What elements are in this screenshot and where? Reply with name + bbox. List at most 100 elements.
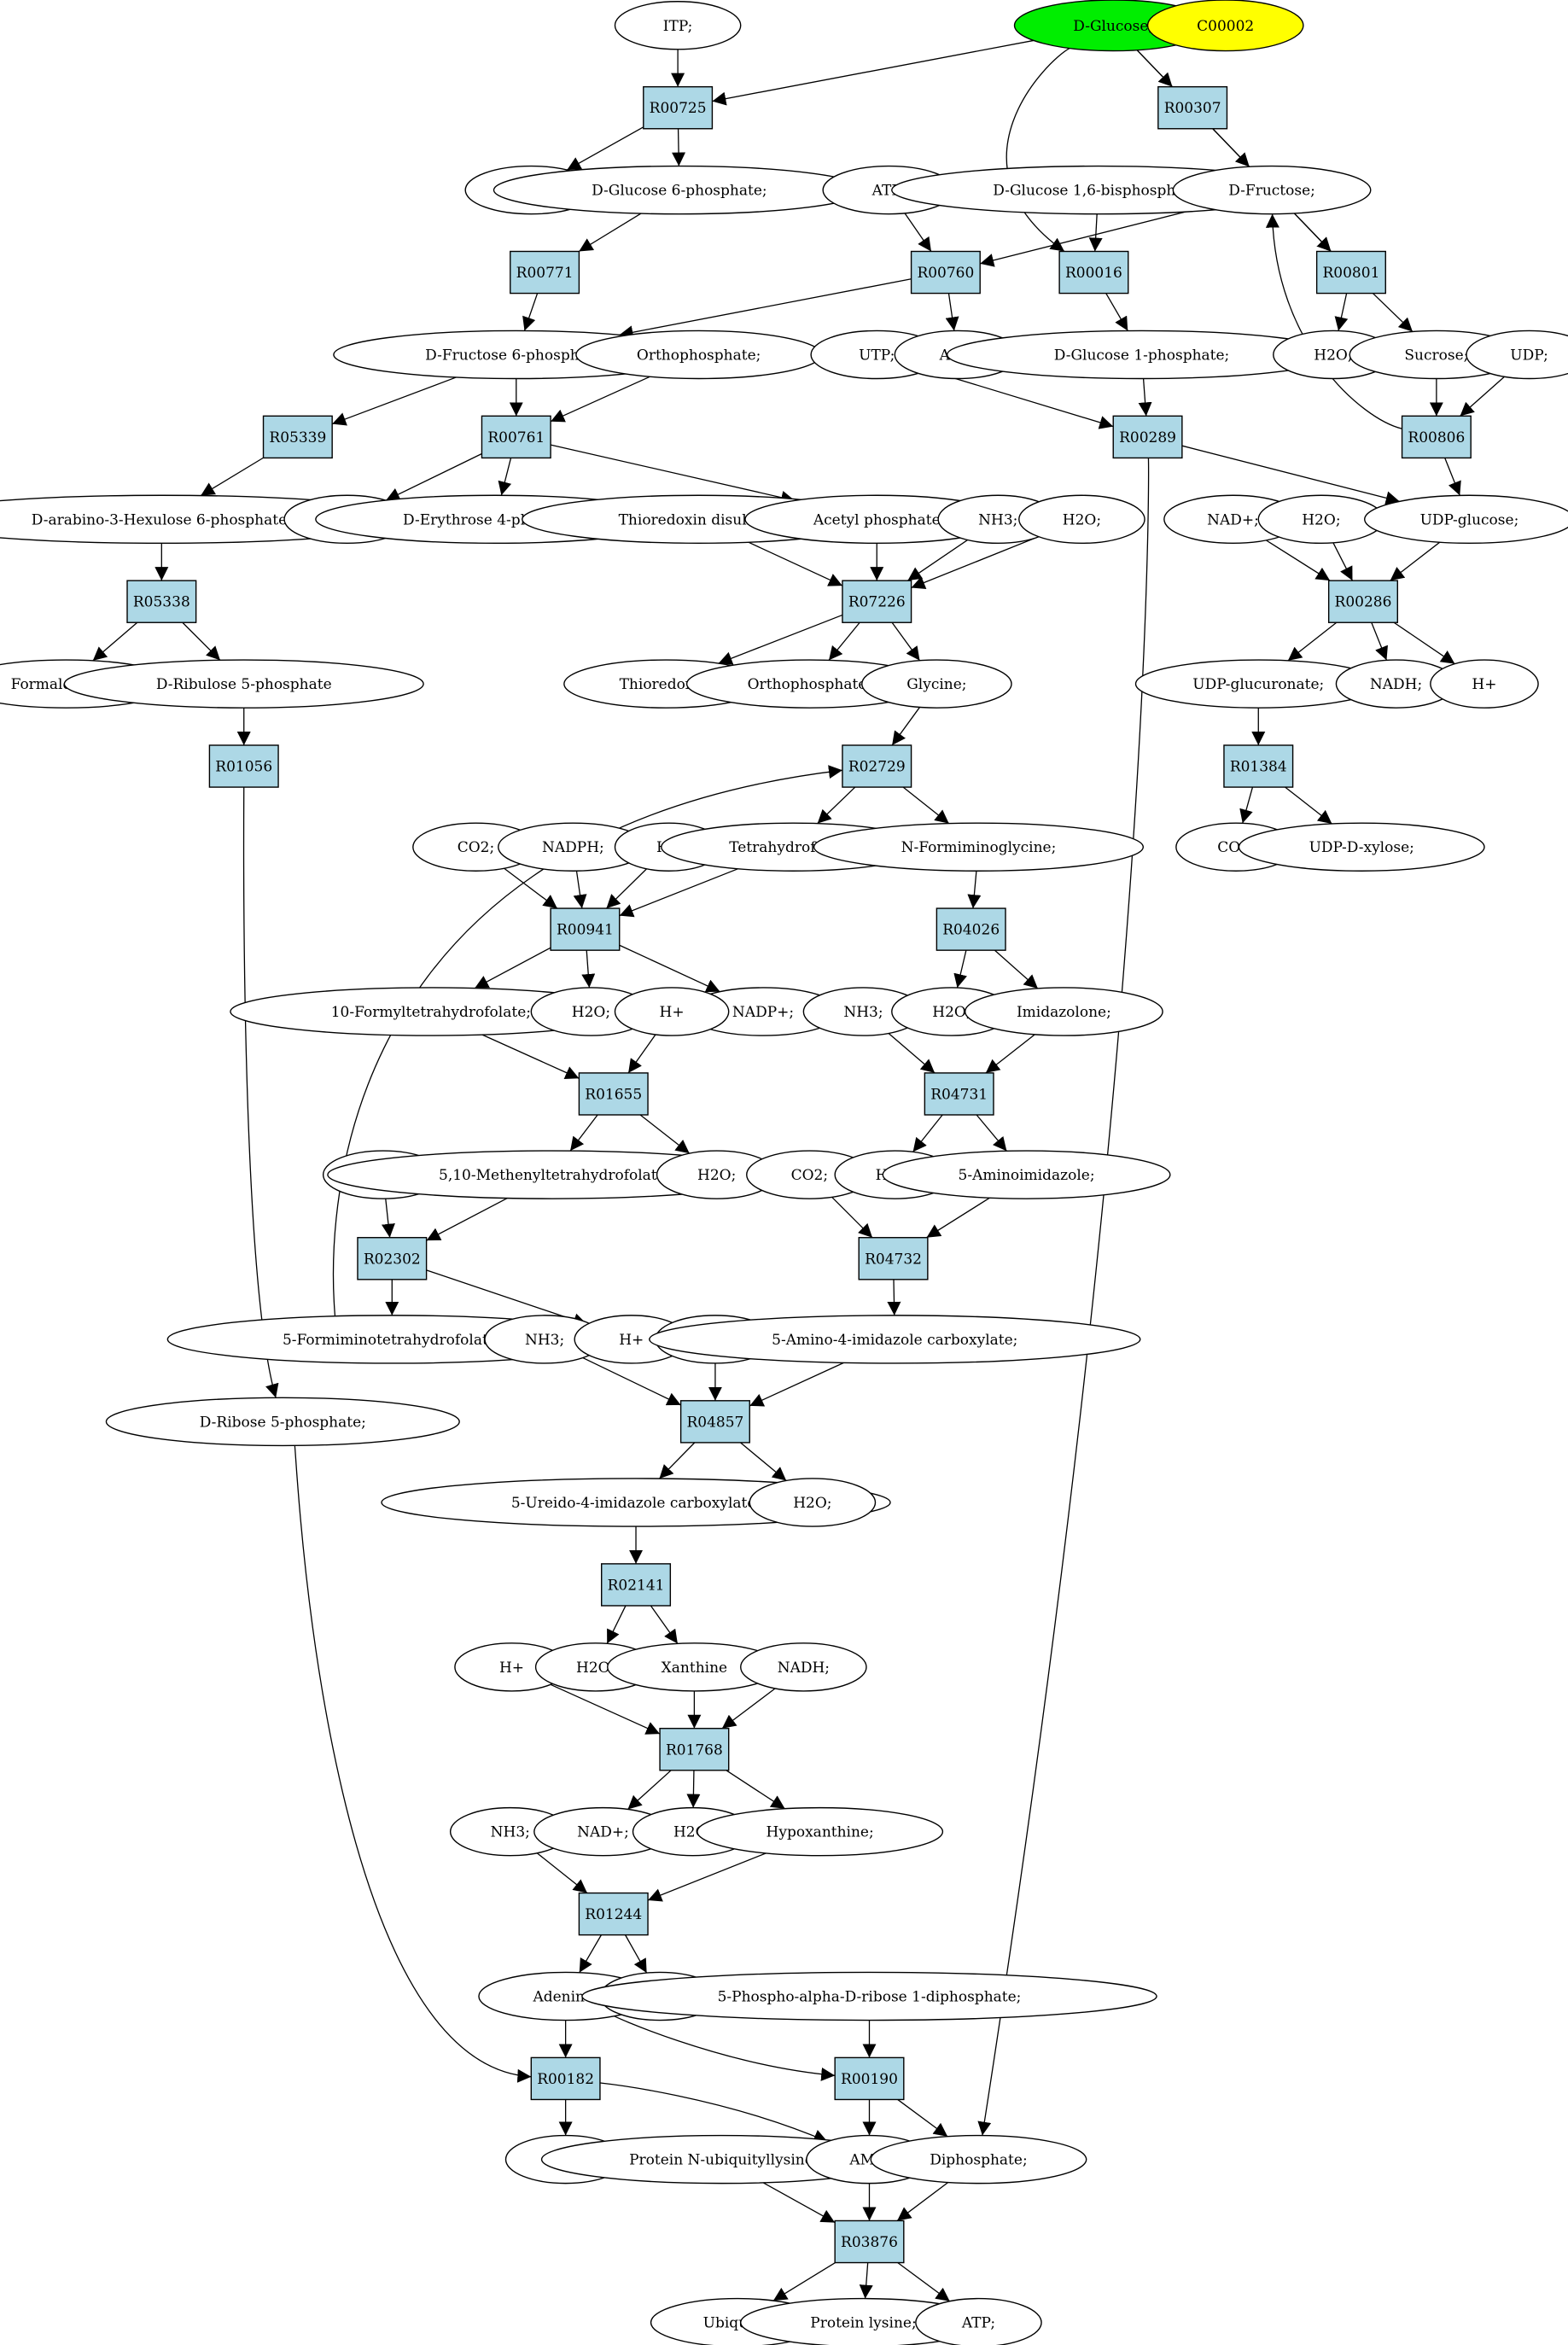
reaction-node-r00307[interactable]: R00307 [1157, 85, 1228, 130]
metabolite-node-udp[interactable]: UDP; [1466, 330, 1568, 380]
reaction-node-r00760[interactable]: R00760 [910, 250, 981, 295]
metabolite-node-nadph[interactable]: NADPH; [498, 822, 649, 872]
reaction-node-r00725[interactable]: R00725 [643, 85, 714, 130]
metabolite-node-aminoimid[interactable]: 5-Aminoimidazole; [882, 1150, 1171, 1199]
metabolite-node-ribose5p[interactable]: D-Ribose 5-phosphate; [105, 1397, 460, 1447]
metabolite-node-itp[interactable]: ITP; [614, 1, 742, 50]
reaction-node-r05338[interactable]: R05338 [126, 580, 197, 623]
metabolite-node-nformimino[interactable]: N-Formiminoglycine; [813, 822, 1144, 872]
edge-nformimino-to-r04026 [967, 871, 982, 909]
reaction-node-r00941[interactable]: R00941 [550, 907, 621, 951]
node-label: H2O; [1314, 347, 1352, 364]
reaction-node-r07226[interactable]: R07226 [842, 580, 912, 623]
metabolite-node-nadpplus[interactable]: NADP+; [685, 987, 842, 1036]
metabolite-node-hplus1[interactable]: H+ [1430, 659, 1539, 709]
edge-r03876-to-atp2 [897, 2262, 951, 2302]
reaction-node-r00016[interactable]: R00016 [1058, 250, 1129, 295]
metabolite-node-hypoxanthine[interactable]: Hypoxanthine; [697, 1806, 944, 1857]
metabolite-node-co2_r04732[interactable]: CO2; [746, 1150, 873, 1199]
edge-r01384-to-co2_r01384 [1239, 786, 1254, 824]
metabolite-node-nadh2[interactable]: NADH; [740, 1642, 867, 1692]
node-label: R00761 [487, 429, 545, 446]
node-label: 5-Formiminotetrahydrofolate; [283, 1332, 502, 1349]
metabolite-node-prpp[interactable]: 5-Phospho-alpha-D-ribose 1-diphosphate; [581, 1971, 1157, 2021]
metabolite-node-h2o_r04857[interactable]: H2O; [749, 1478, 877, 1527]
reaction-node-r01056[interactable]: R01056 [208, 744, 279, 788]
metabolite-node-aminocarb[interactable]: 5-Amino-4-imidazole carboxylate; [649, 1315, 1141, 1364]
node-label: D-Fructose 6-phosphate; [425, 347, 607, 364]
reaction-node-r04026[interactable]: R04026 [936, 907, 1006, 951]
edge-nh3_r01244-to-r01244 [536, 1852, 588, 1894]
metabolite-node-nadh1[interactable]: NADH; [1335, 659, 1457, 709]
reaction-node-r01244[interactable]: R01244 [578, 1892, 649, 1936]
metabolite-node-nh3_r01244[interactable]: NH3; [449, 1806, 571, 1857]
reaction-node-r00806[interactable]: R00806 [1401, 415, 1472, 459]
reaction-node-r01655[interactable]: R01655 [578, 1072, 649, 1116]
metabolite-node-g6p[interactable]: D-Glucose 6-phosphate; [493, 165, 866, 215]
reaction-node-r02729[interactable]: R02729 [842, 744, 912, 788]
metabolite-node-nadplus2[interactable]: NAD+; [533, 1806, 673, 1857]
edge-atp1-to-r00760 [904, 213, 932, 252]
metabolite-node-c00002[interactable]: C00002 [1146, 0, 1304, 52]
node-label: 5-Ureido-4-imidazole carboxylate; [511, 1495, 761, 1512]
reaction-node-r05339[interactable]: R05339 [262, 415, 333, 459]
metabolite-node-ribulose5p[interactable]: D-Ribulose 5-phosphate [63, 659, 424, 709]
metabolite-node-diphosphate[interactable]: Diphosphate; [870, 2134, 1087, 2185]
node-label: Xanthine [662, 1660, 727, 1677]
edge-r01768-to-h2o_r01768 [686, 1770, 701, 1808]
metabolite-node-hplus_r01655[interactable]: H+ [614, 987, 730, 1036]
reaction-node-r00761[interactable]: R00761 [481, 415, 551, 459]
reaction-node-r02302[interactable]: R02302 [357, 1237, 428, 1280]
reaction-node-r00801[interactable]: R00801 [1315, 250, 1386, 295]
node-label: Diphosphate; [930, 2152, 1027, 2169]
reaction-box [578, 1892, 649, 1936]
metabolite-node-glycine[interactable]: Glycine; [861, 659, 1012, 709]
metabolite-node-nh3_r04731[interactable]: NH3; [802, 987, 924, 1036]
edge-nadph-to-r00941 [573, 871, 587, 909]
reaction-node-r01384[interactable]: R01384 [1223, 744, 1294, 788]
edge-r00801-to-h2o_r00801 [1334, 293, 1349, 331]
metabolite-node-h2o_r00941[interactable]: H2O; [530, 987, 652, 1036]
reaction-node-r01768[interactable]: R01768 [659, 1728, 730, 1771]
edge-r00761-to-acetylp [550, 444, 796, 505]
reaction-node-r00771[interactable]: R00771 [510, 250, 580, 295]
reaction-box [1315, 250, 1386, 295]
metabolite-ellipse [614, 987, 730, 1036]
metabolite-node-dfructose[interactable]: D-Fructose; [1172, 165, 1372, 215]
reaction-box [1327, 580, 1399, 623]
reaction-node-r00289[interactable]: R00289 [1112, 415, 1183, 459]
node-label: 5-Phospho-alpha-D-ribose 1-diphosphate; [718, 1989, 1022, 2006]
metabolite-ellipse [1466, 330, 1568, 380]
metabolite-node-ortho1[interactable]: Orthophosphate; [575, 330, 823, 380]
node-label: R00725 [650, 100, 707, 117]
metabolite-node-udpglucose[interactable]: UDP-glucose; [1364, 494, 1568, 545]
reaction-node-r00286[interactable]: R00286 [1327, 580, 1399, 623]
metabolite-node-nh3_r04857[interactable]: NH3; [484, 1315, 605, 1364]
metabolite-node-protubiq[interactable]: Protein N-ubiquityllysine [540, 2134, 902, 2185]
reaction-node-r00190[interactable]: R00190 [834, 2056, 905, 2101]
reaction-node-r04857[interactable]: R04857 [679, 1400, 750, 1444]
node-label: R00771 [516, 265, 574, 282]
edge-co2_r00941-to-r00941 [504, 867, 558, 909]
reaction-node-r04732[interactable]: R04732 [858, 1237, 929, 1280]
reaction-node-r04731[interactable]: R04731 [924, 1072, 994, 1116]
metabolite-node-h2o_r01655[interactable]: H2O; [656, 1150, 778, 1199]
metabolite-node-udpglucuronate[interactable]: UDP-glucuronate; [1134, 659, 1382, 709]
reaction-node-r00182[interactable]: R00182 [530, 2056, 601, 2101]
node-label: H2O; [1302, 511, 1340, 528]
metabolite-ellipse [697, 1806, 944, 1857]
edge-hplus_r01768-to-r01768 [550, 1683, 661, 1735]
edges-layer [92, 39, 1505, 2302]
metabolite-ellipse [614, 1, 742, 50]
reaction-node-r02141[interactable]: R02141 [601, 1563, 672, 1607]
metabolite-node-g1p[interactable]: D-Glucose 1-phosphate; [946, 330, 1338, 380]
metabolite-node-acetylp[interactable]: Acetyl phosphate [744, 494, 1010, 545]
metabolite-node-udpxylose[interactable]: UDP-D-xylose; [1238, 822, 1485, 872]
reaction-node-r03876[interactable]: R03876 [834, 2220, 905, 2264]
metabolite-node-h2o_r07226[interactable]: H2O; [1018, 494, 1145, 545]
metabolite-node-imidazolone[interactable]: Imidazolone; [964, 987, 1163, 1036]
node-label: NADH; [778, 1660, 830, 1677]
metabolite-node-atp2[interactable]: ATP; [915, 2297, 1042, 2345]
node-label: D-Glucose 1,6-bisphosphate; [993, 183, 1204, 200]
edge-methenylthf-to-r02302 [426, 1198, 508, 1241]
